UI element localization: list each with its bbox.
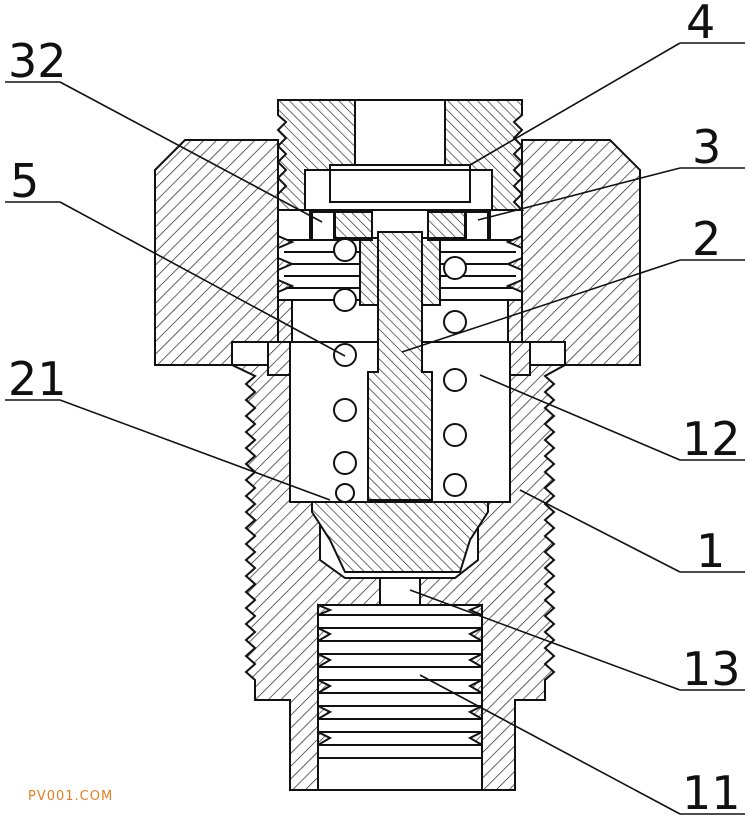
spring-5 [333, 238, 467, 503]
label-2: 2 [692, 212, 721, 266]
watermark: PV001.COM [28, 789, 113, 804]
guide-seat-3 [309, 209, 491, 306]
label-12: 12 [682, 412, 741, 466]
cap-4 [276, 99, 525, 211]
internal-thread-11 [317, 603, 483, 759]
valve-head-21 [311, 501, 489, 573]
label-13: 13 [682, 642, 741, 696]
label-32: 32 [8, 34, 67, 88]
label-5: 5 [10, 154, 39, 208]
label-21: 21 [8, 352, 67, 406]
valve-stem-2 [311, 231, 489, 573]
label-11: 11 [682, 766, 741, 820]
leader-lines [5, 42, 745, 815]
label-1: 1 [696, 524, 725, 578]
label-3: 3 [692, 120, 721, 174]
valve-body [154, 139, 641, 791]
label-4: 4 [686, 0, 715, 49]
